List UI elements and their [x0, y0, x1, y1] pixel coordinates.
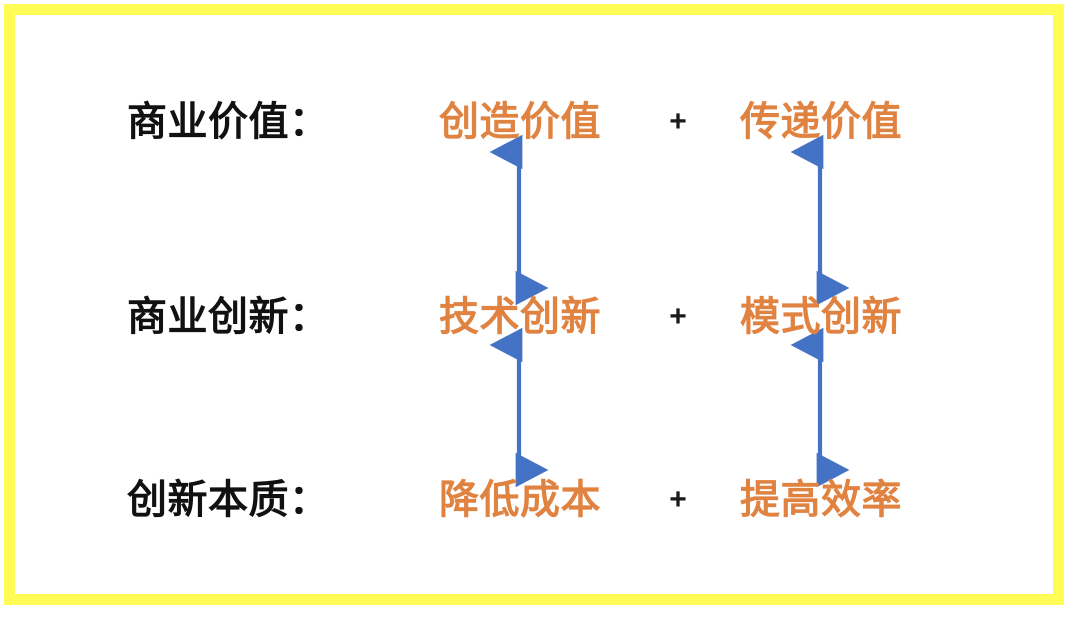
plus-sign-row-2: +: [669, 300, 687, 333]
row-business-value: 商业价值： 创造价值 + 传递价值: [0, 86, 1080, 158]
row-label-innovation-essence: 创新本质：: [127, 478, 330, 522]
term-model-innovation: 模式创新: [740, 295, 902, 339]
term-create-value: 创造价值: [439, 100, 601, 144]
row-business-innovation: 商业创新： 技术创新 + 模式创新: [0, 281, 1080, 353]
term-reduce-cost: 降低成本: [439, 478, 601, 522]
row-innovation-essence: 创新本质： 降低成本 + 提高效率: [0, 464, 1080, 536]
row-label-business-value: 商业价值：: [127, 100, 330, 144]
plus-sign-row-1: +: [669, 105, 687, 138]
plus-sign-row-3: +: [669, 483, 687, 516]
row-label-business-innovation: 商业创新：: [127, 295, 330, 339]
term-improve-efficiency: 提高效率: [740, 478, 902, 522]
term-technology-innovation: 技术创新: [439, 295, 601, 339]
term-deliver-value: 传递价值: [740, 100, 902, 144]
